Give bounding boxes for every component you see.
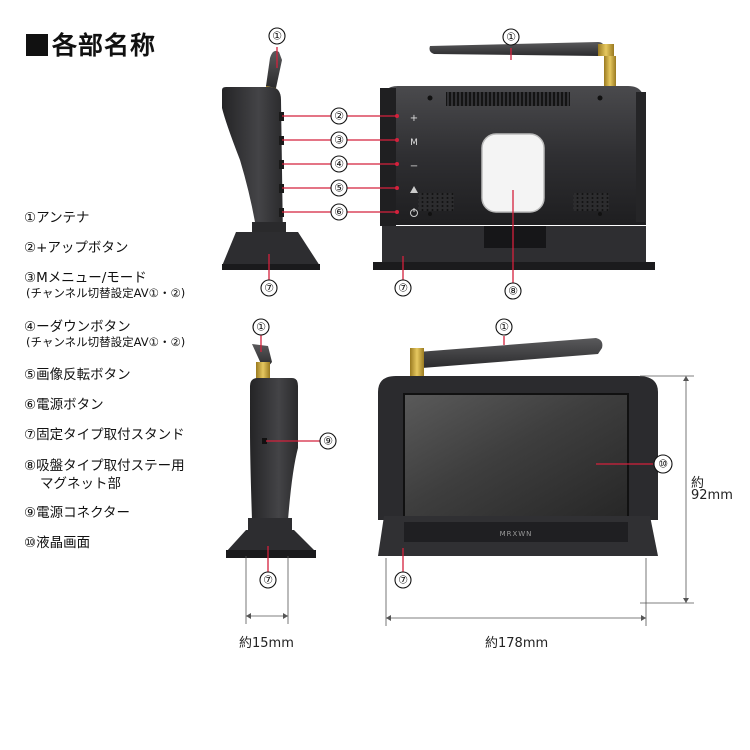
marker-6: ⑥ bbox=[330, 203, 348, 221]
svg-text:④: ④ bbox=[334, 158, 344, 171]
legend-item-power-connector: ⑨電源コネクター bbox=[24, 505, 131, 521]
svg-text:⑥: ⑥ bbox=[334, 206, 344, 219]
marker-4: ④ bbox=[330, 155, 348, 173]
m-button-label: M bbox=[410, 138, 418, 148]
plus-button-label: + bbox=[410, 113, 418, 124]
legend-item-stand: ⑦固定タイプ取付スタンド bbox=[24, 427, 185, 443]
dimension-lines bbox=[245, 375, 694, 626]
front-view: MRXWN bbox=[378, 338, 658, 556]
legend-item-down-note: (チャンネル切替設定AV①・②) bbox=[26, 335, 186, 349]
legend-item-menu-note: (チャンネル切替設定AV①・②) bbox=[26, 286, 186, 300]
svg-text:①: ① bbox=[499, 321, 509, 334]
brand-logo: MRXWN bbox=[500, 530, 533, 538]
marker-1d: ① bbox=[495, 318, 513, 336]
marker-7d: ⑦ bbox=[394, 571, 412, 589]
back-view: + M ー bbox=[373, 42, 655, 270]
side-antenna-bottom bbox=[252, 344, 272, 382]
svg-text:⑩: ⑩ bbox=[658, 458, 668, 471]
svg-text:①: ① bbox=[506, 31, 516, 44]
legend-item-flip-button: ⑤画像反転ボタン bbox=[24, 367, 131, 383]
side-view-top bbox=[222, 50, 320, 270]
height-dimension: 92mm bbox=[691, 488, 733, 503]
svg-text:⑨: ⑨ bbox=[323, 435, 333, 448]
depth-dimension: 約15mm bbox=[239, 636, 294, 651]
svg-text:⑦: ⑦ bbox=[398, 574, 408, 587]
legend-item-lcd: ⑩液晶画面 bbox=[24, 535, 91, 551]
legend-item-down-button: ④ーダウンボタン bbox=[24, 319, 131, 335]
lcd-screen bbox=[403, 393, 629, 523]
back-stand bbox=[373, 226, 655, 270]
marker-9: ⑨ bbox=[319, 432, 337, 450]
side-view-bottom bbox=[226, 344, 316, 558]
marker-3: ③ bbox=[330, 131, 348, 149]
legend-item-magnet: ⑧吸盤タイプ取付ステー用 bbox=[24, 458, 185, 474]
svg-text:⑦: ⑦ bbox=[398, 282, 408, 295]
height-dimension-prefix: 約 bbox=[691, 476, 705, 491]
marker-1a: ① bbox=[268, 27, 286, 45]
flip-icon bbox=[410, 186, 418, 193]
svg-text:⑦: ⑦ bbox=[264, 282, 274, 295]
marker-8: ⑧ bbox=[504, 282, 522, 300]
front-antenna bbox=[410, 338, 603, 378]
legend-item-menu-button: ③Mメニュー/モード bbox=[24, 270, 147, 286]
marker-7a: ⑦ bbox=[260, 279, 278, 297]
svg-text:②: ② bbox=[334, 110, 344, 123]
side-stand-top bbox=[222, 222, 320, 270]
marker-10: ⑩ bbox=[653, 454, 673, 474]
svg-text:⑧: ⑧ bbox=[508, 285, 518, 298]
svg-text:⑦: ⑦ bbox=[263, 574, 273, 587]
number-markers: ① ① ② ③ ④ ⑤ ⑥ ⑦ ⑦ ⑧ ① ① ⑨ ⑩ ⑦ ⑦ bbox=[252, 27, 673, 589]
marker-7b: ⑦ bbox=[394, 279, 412, 297]
front-stand: MRXWN bbox=[378, 516, 658, 556]
marker-2: ② bbox=[330, 107, 348, 125]
legend-item-antenna: ①アンテナ bbox=[24, 210, 90, 226]
svg-text:⑤: ⑤ bbox=[334, 182, 344, 195]
minus-button-label: ー bbox=[410, 162, 418, 171]
side-stand-bottom bbox=[226, 518, 316, 558]
svg-text:①: ① bbox=[256, 321, 266, 334]
marker-7c: ⑦ bbox=[259, 571, 277, 589]
back-antenna bbox=[429, 42, 616, 86]
legend-item-magnet-note: マグネット部 bbox=[40, 476, 121, 492]
legend-item-up-button: ②+アップボタン bbox=[24, 240, 129, 256]
marker-1b: ① bbox=[502, 28, 520, 46]
marker-5: ⑤ bbox=[330, 179, 348, 197]
svg-text:③: ③ bbox=[334, 134, 344, 147]
legend-item-power-button: ⑥電源ボタン bbox=[24, 397, 104, 413]
side-buttons bbox=[279, 112, 284, 217]
svg-text:①: ① bbox=[272, 30, 282, 43]
marker-1c: ① bbox=[252, 318, 270, 336]
back-button-labels: + M ー bbox=[410, 113, 418, 217]
width-dimension: 約178mm bbox=[485, 636, 549, 651]
page-title: 各部名称 bbox=[26, 26, 156, 62]
